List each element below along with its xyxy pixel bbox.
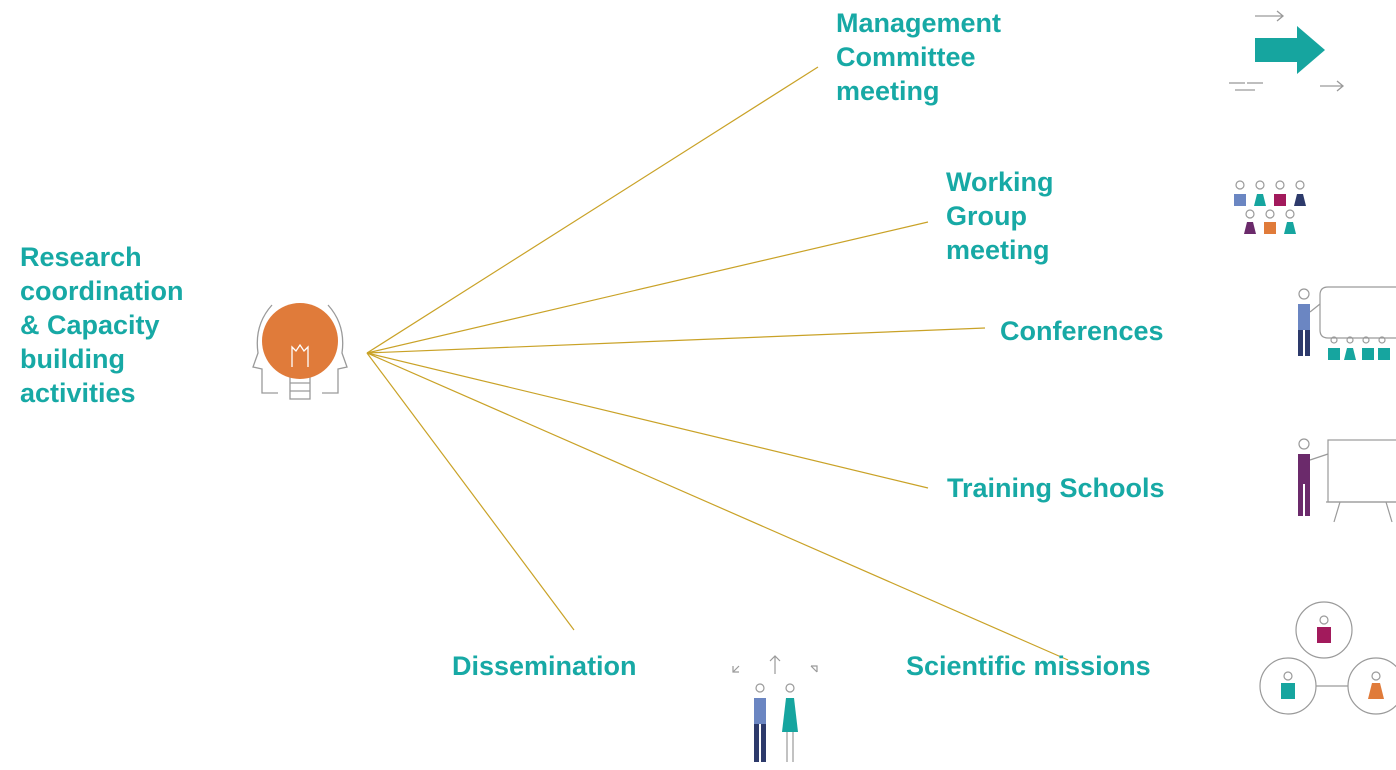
connector-missions [366,352,1069,661]
branch-label-training: Training Schools [947,471,1165,505]
lightbulb-head-icon [252,303,348,400]
connector-conferences [366,327,986,354]
branch-label-line: Scientific missions [906,651,1151,681]
branch-label-missions: Scientific missions [906,649,1151,683]
branch-label-line: meeting [836,76,940,106]
central-label-line: Research [20,242,142,272]
central-label-line: & Capacity [20,310,160,340]
central-label-line: building [20,344,125,374]
connector-training [366,352,929,489]
branch-label-conferences: Conferences [1000,314,1164,348]
branch-label-line: Dissemination [452,651,637,681]
branch-label-line: Committee [836,42,976,72]
connector-working-group [366,221,929,354]
arrow-icon [1229,10,1345,92]
branch-label-line: Working [946,167,1054,197]
branch-label-working-group: Working Group meeting [946,165,1054,267]
conference-presenter-icon [1298,286,1396,360]
group-people-icon [1234,180,1306,234]
branch-label-line: meeting [946,235,1050,265]
network-people-icon [1259,601,1396,715]
central-label-line: coordination [20,276,184,306]
connector-dissemination [366,352,575,631]
branch-label-management: Management Committee meeting [836,6,1001,108]
connector-management [366,66,819,354]
dissemination-people-icon [732,655,818,762]
branch-label-line: Conferences [1000,316,1164,346]
branch-label-dissemination: Dissemination [452,649,637,683]
branch-label-line: Management [836,8,1002,38]
central-label-line: activities [20,378,136,408]
central-label: Research coordination & Capacity buildin… [20,240,184,410]
branch-label-line: Training Schools [947,473,1165,503]
training-board-icon [1298,438,1396,523]
branch-label-line: Group [946,201,1027,231]
